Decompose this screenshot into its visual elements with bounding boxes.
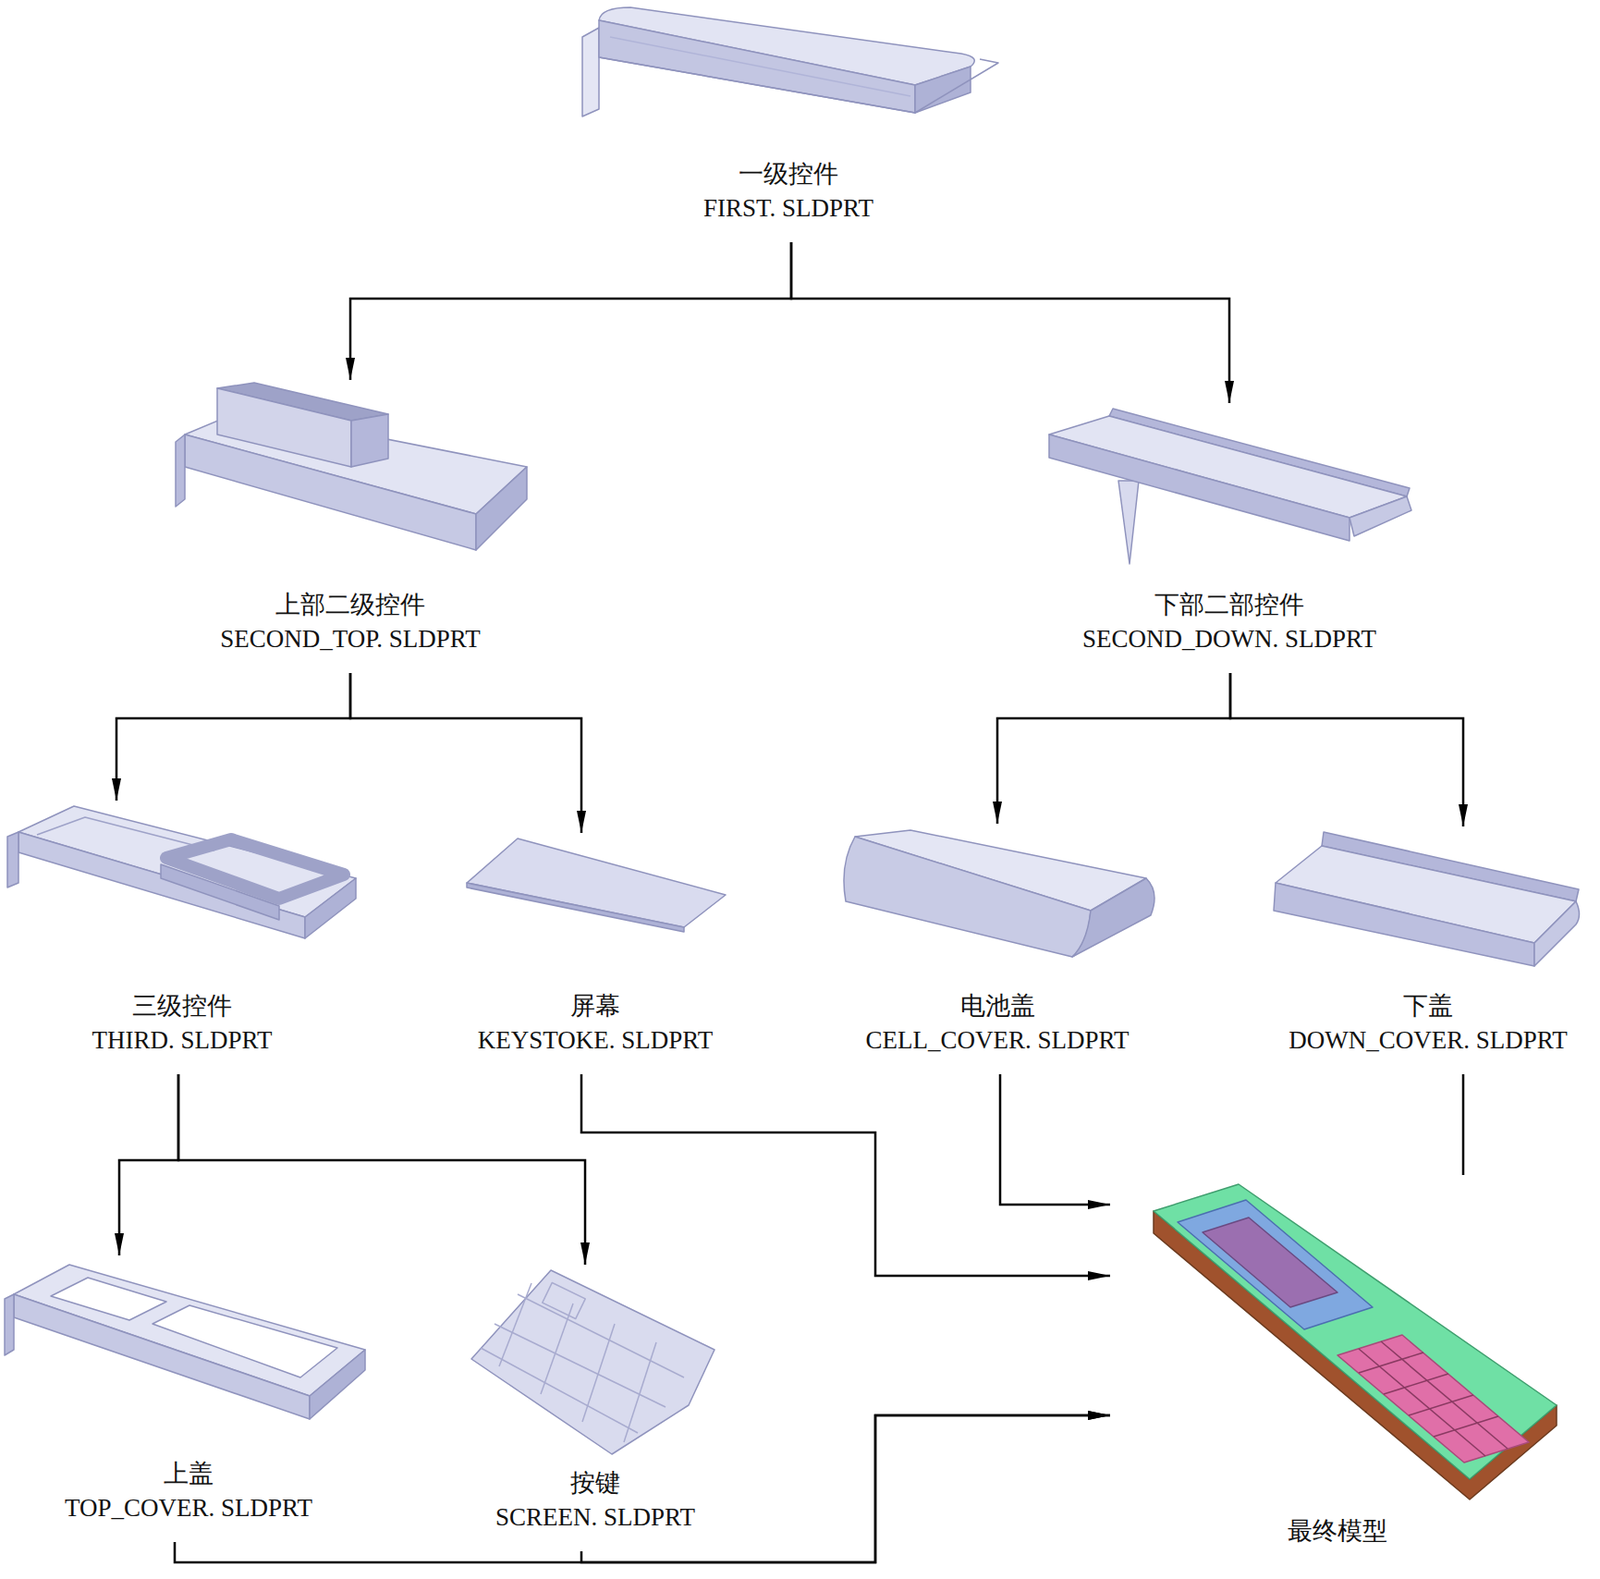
text-line: THIRD. SLDPRT <box>6 1023 358 1058</box>
keypad-drawing <box>471 1270 715 1454</box>
text-line: KEYSTOKE. SLDPRT <box>461 1023 730 1058</box>
connector-arrow <box>350 242 792 380</box>
part-name: 下盖 <box>1403 989 1454 1024</box>
file-name: FIRST. SLDPRT <box>703 191 874 226</box>
part-name: 屏幕 <box>570 989 621 1024</box>
text-line: DOWN_COVER. SLDPRT <box>1270 1023 1586 1058</box>
part-node: 三级控件THIRD. SLDPRT <box>6 804 358 1058</box>
part-node: 按键SCREEN. SLDPRT <box>472 1268 719 1535</box>
connector-arrow <box>1230 672 1464 827</box>
part-node: 上盖TOP_COVER. SLDPRT <box>3 1258 374 1526</box>
file-name: DOWN_COVER. SLDPRT <box>1288 1023 1567 1058</box>
part-node: 一级控件FIRST. SLDPRT <box>575 3 1002 226</box>
file-name: THIRD. SLDPRT <box>92 1023 273 1058</box>
connector-arrow <box>997 672 1231 824</box>
text-line: SECOND_DOWN. SLDPRT <box>1044 622 1415 657</box>
part-name: 下部二部控件 <box>1154 587 1305 623</box>
connector-arrow <box>1462 1074 1466 1175</box>
text-line: 最终模型 <box>1113 1514 1562 1549</box>
text-line: CELL_COVER. SLDPRT <box>838 1023 1157 1058</box>
text-line: 下盖 <box>1270 989 1586 1024</box>
file-name: CELL_COVER. SLDPRT <box>866 1023 1130 1058</box>
part-name: 按键 <box>570 1465 621 1501</box>
keystoke-drawing <box>466 838 726 932</box>
part-name: 最终模型 <box>1287 1514 1388 1549</box>
final-model: 最终模型 <box>1113 1178 1562 1549</box>
part-name: 一级控件 <box>738 157 839 192</box>
top-cover-drawing <box>4 1264 366 1419</box>
part-name: 上部二级控件 <box>275 587 426 623</box>
text-line: 一级控件 <box>575 157 1002 192</box>
part-name: 电池盖 <box>960 989 1036 1024</box>
part-node: 上部二级控件SECOND_TOP. SLDPRT <box>170 383 531 657</box>
file-name: TOP_COVER. SLDPRT <box>64 1490 313 1526</box>
part-node: 下盖DOWN_COVER. SLDPRT <box>1270 830 1586 1058</box>
part-node: 下部二部控件SECOND_DOWN. SLDPRT <box>1044 406 1415 657</box>
connector-arrow <box>581 1415 1111 1563</box>
file-name: KEYSTOKE. SLDPRT <box>477 1023 713 1058</box>
connector-arrow <box>1000 1074 1111 1205</box>
phone-model-drawing <box>1153 1184 1557 1500</box>
file-name: SCREEN. SLDPRT <box>495 1500 696 1535</box>
text-line: 电池盖 <box>838 989 1157 1024</box>
text-line: SECOND_TOP. SLDPRT <box>170 622 531 657</box>
second-top-drawing <box>175 382 527 550</box>
third-part-drawing <box>7 806 356 939</box>
part-name: 上盖 <box>163 1456 214 1491</box>
connector-arrow <box>119 1074 179 1256</box>
file-name: SECOND_DOWN. SLDPRT <box>1082 622 1377 657</box>
text-line: 按键 <box>472 1465 719 1501</box>
connector-arrow <box>174 1415 1111 1563</box>
text-line: FIRST. SLDPRT <box>575 191 1002 226</box>
part-node: 屏幕KEYSTOKE. SLDPRT <box>461 836 730 1058</box>
text-line: 上部二级控件 <box>170 587 531 623</box>
cell-cover-drawing <box>843 830 1155 957</box>
text-line: TOP_COVER. SLDPRT <box>3 1490 374 1526</box>
second-down-drawing <box>1049 408 1412 564</box>
part-node: 电池盖CELL_COVER. SLDPRT <box>838 827 1157 1058</box>
connector-arrow <box>178 1074 586 1265</box>
part-name: 三级控件 <box>132 989 233 1024</box>
file-name: SECOND_TOP. SLDPRT <box>219 622 480 657</box>
text-line: 三级控件 <box>6 989 358 1024</box>
connector-arrow <box>581 1074 1111 1276</box>
text-line: 屏幕 <box>461 989 730 1024</box>
text-line: 下部二部控件 <box>1044 587 1415 623</box>
connector-arrow <box>116 672 351 801</box>
text-line: 上盖 <box>3 1456 374 1491</box>
connector-arrow <box>350 672 582 833</box>
down-cover-drawing <box>1273 831 1580 966</box>
connector-arrow <box>791 242 1230 404</box>
first-part-drawing <box>582 7 999 117</box>
text-line: SCREEN. SLDPRT <box>472 1500 719 1535</box>
